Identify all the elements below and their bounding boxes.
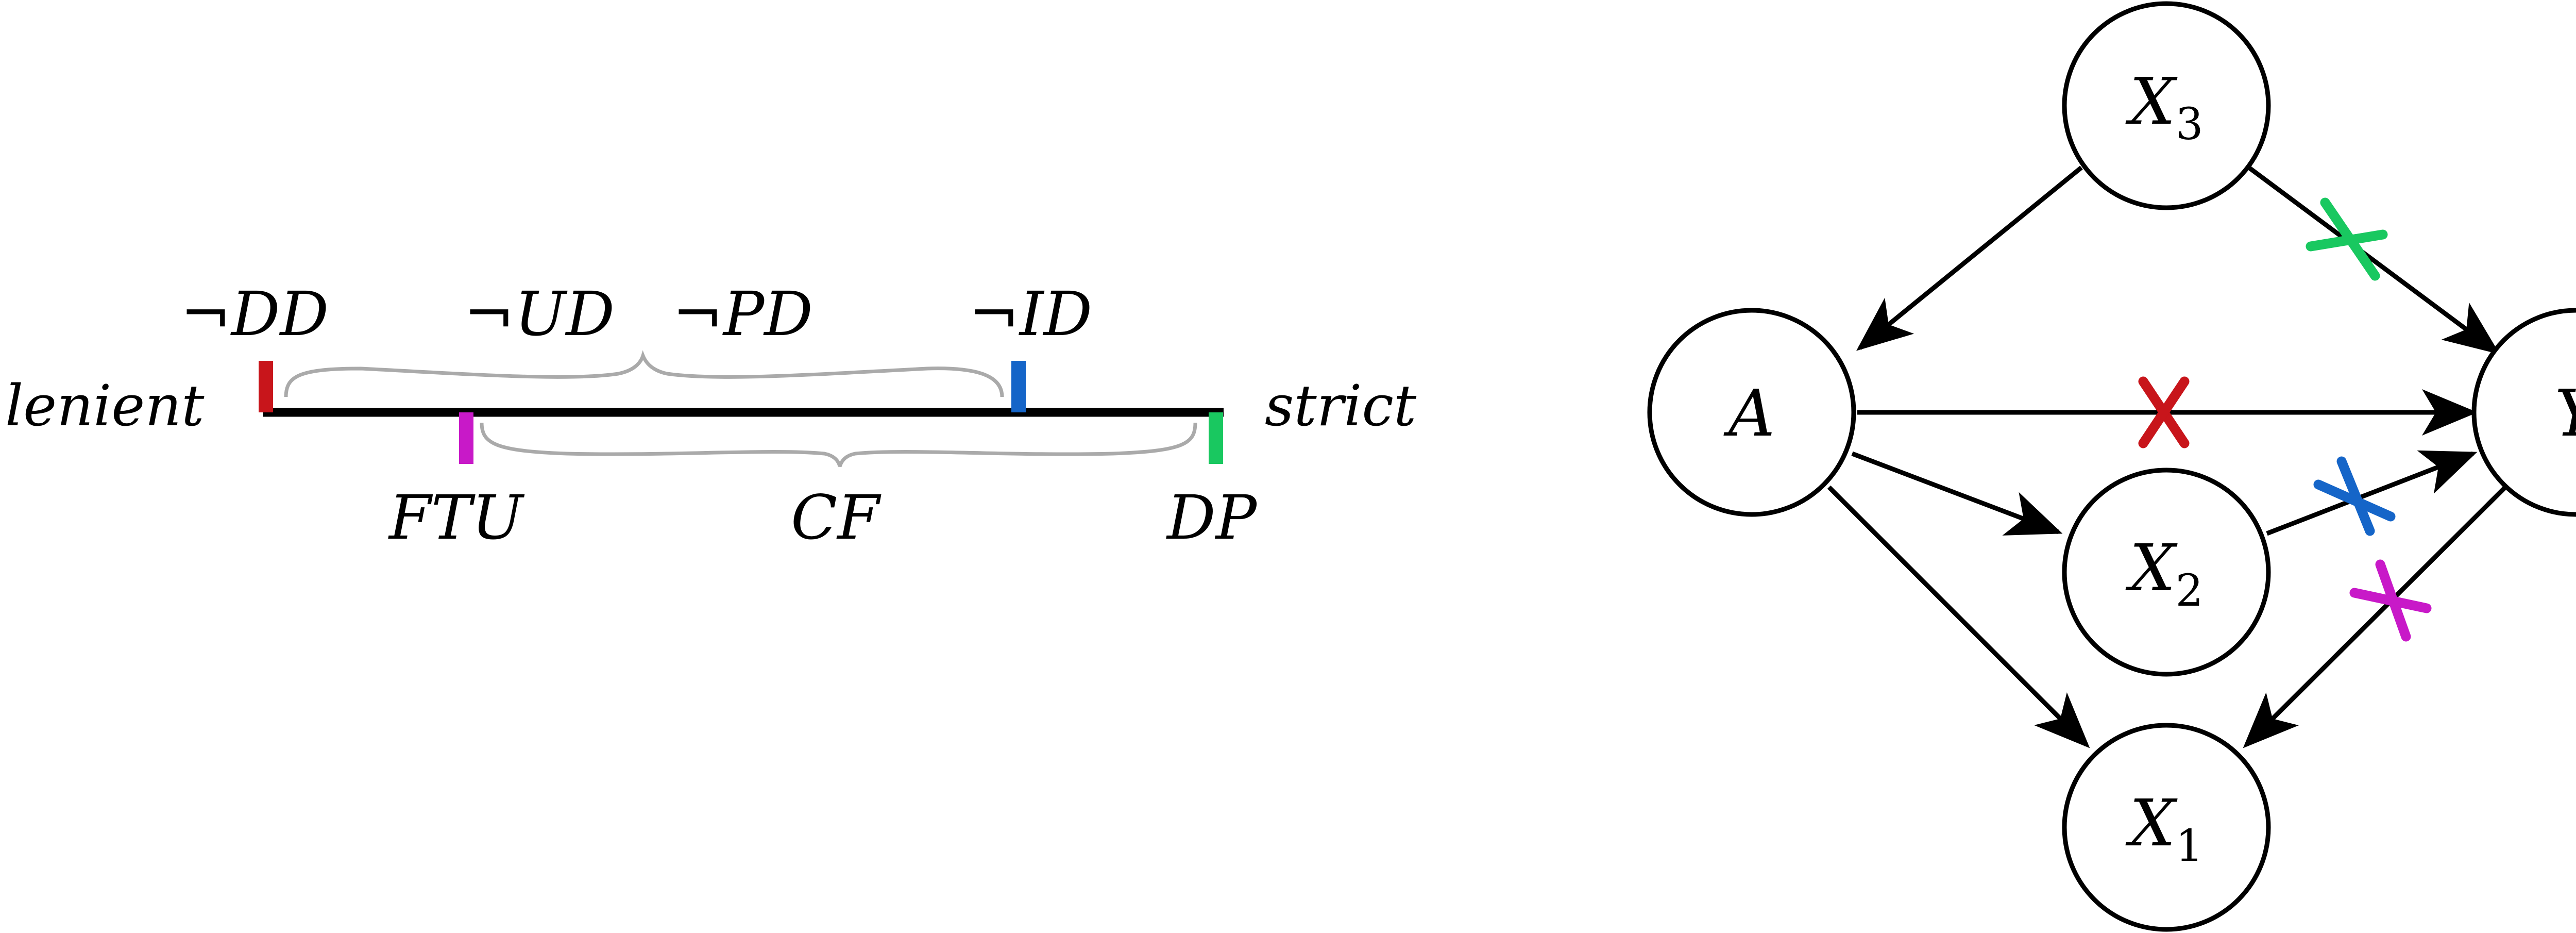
label-strict: strict xyxy=(1265,373,1417,439)
label-cf: CF xyxy=(791,482,882,553)
svg-text:Y: Y xyxy=(2555,376,2576,451)
label-ftu: FTU xyxy=(388,482,525,553)
edge-a-x1 xyxy=(1827,485,2090,748)
cross-x3-y-green xyxy=(2306,197,2388,281)
edge-x2-y xyxy=(2266,450,2478,536)
node-a: A xyxy=(1647,308,1856,517)
marker-dp xyxy=(1209,412,1223,464)
label-nud: ¬UD xyxy=(464,278,615,349)
label-ndd: ¬DD xyxy=(180,278,329,349)
edge-y-x1 xyxy=(2243,485,2507,748)
marker-ndd xyxy=(259,361,273,412)
cross-a-y-red xyxy=(2138,376,2190,448)
label-nid: ¬ID xyxy=(969,278,1092,349)
strictness-scale: lenient strict ¬DD ¬UD ¬PD ¬ID FTU CF DP xyxy=(5,278,1417,553)
cross-y-x1-magenta xyxy=(2349,559,2432,642)
causal-graph: X3 A Y X2 X1 xyxy=(1647,1,2576,932)
marker-ftu xyxy=(459,412,473,464)
label-npd: ¬PD xyxy=(672,278,813,349)
node-y: Y xyxy=(2471,308,2576,517)
svg-text:X1: X1 xyxy=(2125,786,2203,872)
node-x1: X1 xyxy=(2062,723,2271,932)
edge-x3-y xyxy=(2247,165,2500,355)
node-x2: X2 xyxy=(2062,468,2271,677)
label-lenient: lenient xyxy=(5,373,205,439)
marker-nid xyxy=(1011,361,1026,412)
node-x3: X3 xyxy=(2062,1,2271,210)
svg-text:A: A xyxy=(1723,376,1775,451)
brace-below xyxy=(480,422,1197,468)
svg-text:X3: X3 xyxy=(2125,64,2203,150)
edge-x3-a xyxy=(1856,165,2083,351)
edge-a-x2 xyxy=(1851,451,2063,536)
svg-text:X2: X2 xyxy=(2125,531,2203,617)
brace-above-left xyxy=(284,350,1004,397)
cross-x2-y-blue xyxy=(2313,456,2396,536)
label-dp: DP xyxy=(1166,482,1258,553)
